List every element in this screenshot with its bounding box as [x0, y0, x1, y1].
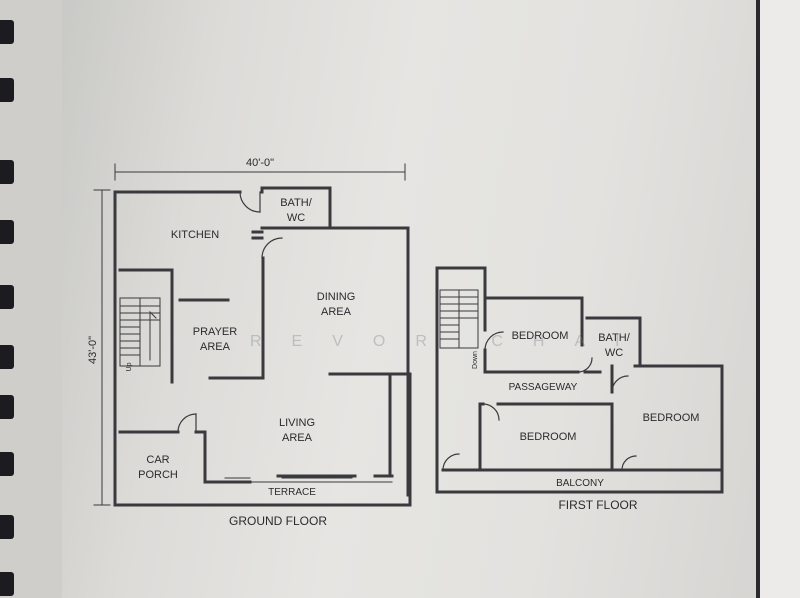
binder-hole — [0, 285, 14, 309]
binder-hole — [0, 572, 14, 596]
gf-bath-label-line1: BATH/ — [280, 197, 313, 209]
gf-bath-label-line2: WC — [287, 212, 305, 224]
terrace-label: TERRACE — [268, 487, 316, 498]
watermark: REVOR CHAI — [250, 333, 650, 350]
page-edge — [756, 0, 760, 598]
depth-dimension-label: 43'-0" — [87, 336, 99, 364]
ground-floor-walls — [113, 186, 412, 507]
ground-floor-stair — [119, 297, 161, 367]
living-label-line2: AREA — [282, 432, 313, 444]
dining-label-line2: AREA — [321, 306, 352, 318]
ground-floor-doors — [177, 191, 393, 483]
living-label-line1: LIVING — [279, 417, 315, 429]
kitchen-label: KITCHEN — [171, 229, 219, 241]
binder-hole — [0, 452, 14, 476]
first-floor-walls — [435, 266, 724, 494]
ground-floor-caption: GROUND FLOOR — [229, 514, 327, 528]
car-porch-label-line1: CAR — [146, 454, 169, 466]
background — [760, 0, 800, 598]
width-dimension-label: 40'-0" — [246, 157, 274, 169]
binder-hole — [0, 395, 14, 419]
prayer-label-line2: AREA — [200, 341, 231, 353]
ff-stair-label: Down — [472, 351, 479, 369]
first-floor-doors — [442, 331, 637, 471]
car-porch-label-line2: PORCH — [138, 469, 178, 481]
binder-hole — [0, 220, 14, 244]
first-floor-stair — [439, 289, 479, 349]
ff-bedroom-3-label: BEDROOM — [643, 412, 700, 424]
ff-bath-label-line2: WC — [605, 347, 623, 359]
binder-hole — [0, 345, 14, 369]
dining-label-line1: DINING — [317, 291, 356, 303]
binder-hole — [0, 160, 14, 184]
binder-hole — [0, 20, 14, 44]
passageway-label: PASSAGEWAY — [509, 382, 578, 393]
binder-hole — [0, 78, 14, 102]
ff-bath-label-line1: BATH/ — [598, 332, 631, 344]
depth-dimension-line — [93, 189, 111, 506]
balcony-label: BALCONY — [556, 478, 604, 489]
ff-bedroom-1-label: BEDROOM — [512, 330, 569, 342]
width-dimension-line — [114, 163, 406, 181]
first-floor-caption: FIRST FLOOR — [558, 498, 637, 512]
binder-hole — [0, 515, 14, 539]
gf-stair-label: Up — [126, 362, 133, 371]
prayer-label-line1: PRAYER — [193, 326, 237, 338]
ff-bedroom-2-label: BEDROOM — [520, 431, 577, 443]
